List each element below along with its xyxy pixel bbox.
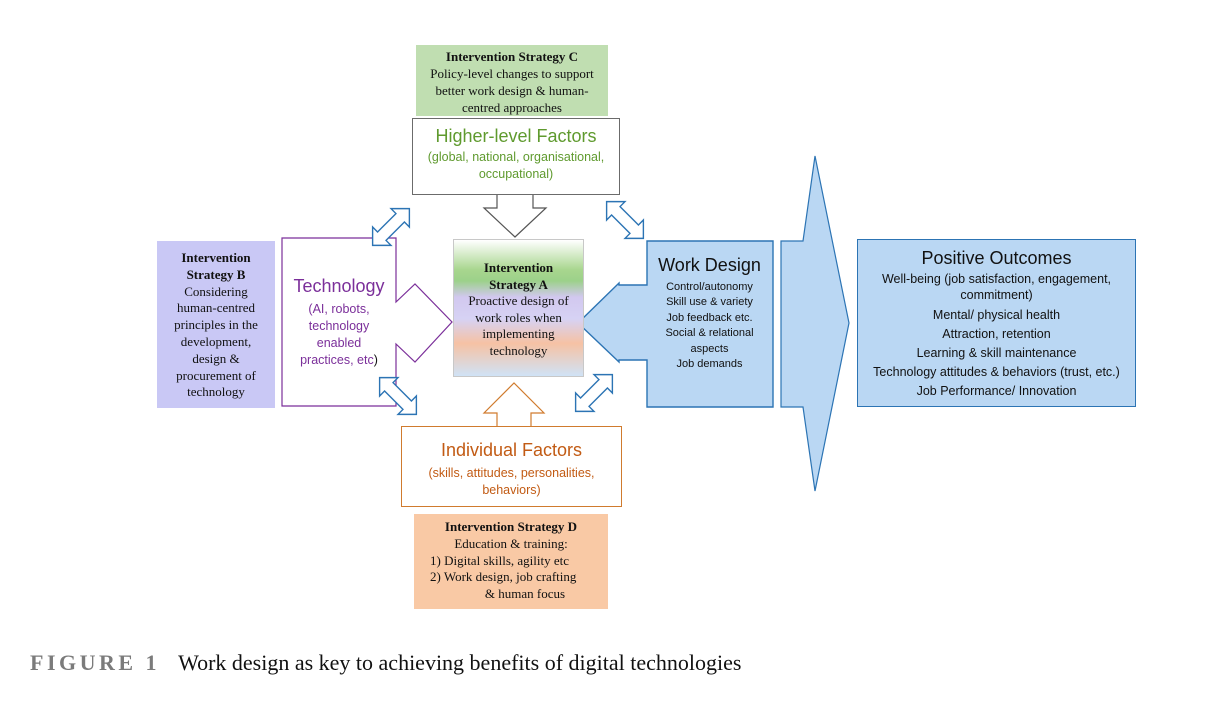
strategy-b-title: Intervention bbox=[181, 250, 251, 265]
higher-level-line: (global, national, organisational, bbox=[427, 150, 605, 164]
technology-closing-paren: ) bbox=[373, 353, 378, 367]
strategy-c-line: better work design & human- bbox=[435, 83, 589, 98]
intervention-strategy-d: Intervention Strategy D Education & trai… bbox=[414, 514, 608, 609]
work-design-line: aspects bbox=[690, 342, 729, 355]
technology-line: practices, etc bbox=[300, 353, 374, 367]
intervention-strategy-c: Intervention Strategy C Policy-level cha… bbox=[416, 45, 608, 116]
strategy-d-title: Intervention Strategy D bbox=[444, 519, 578, 534]
strategy-b-line: design & bbox=[192, 350, 240, 366]
strategy-a-line: technology bbox=[489, 342, 548, 358]
individual-factors-up-arrow bbox=[482, 382, 546, 426]
double-arrow-top-left bbox=[371, 207, 411, 247]
individual-title: Individual Factors bbox=[440, 440, 583, 460]
higher-factors-down-arrow bbox=[482, 195, 548, 238]
outcome-line: Attraction, retention bbox=[942, 327, 1051, 341]
technology-line: enabled bbox=[316, 336, 362, 350]
double-arrow-bottom-left bbox=[378, 376, 418, 416]
positive-outcomes-box: Positive Outcomes Well-being (job satisf… bbox=[857, 239, 1136, 407]
individual-factors-box: Individual Factors (skills, attitudes, p… bbox=[401, 426, 622, 507]
individual-line: (skills, attitudes, personalities, bbox=[428, 466, 595, 480]
outcome-line: Well-being (job satisfaction, engagement… bbox=[881, 272, 1112, 286]
strategy-d-intro: Education & training: bbox=[454, 535, 568, 551]
strategy-a-line: work roles when bbox=[475, 309, 562, 325]
strategy-b-title: Strategy B bbox=[186, 266, 246, 282]
strategy-a-title: Intervention bbox=[483, 260, 554, 275]
work-design-line: Skill use & variety bbox=[666, 296, 753, 309]
double-arrow-top-right bbox=[605, 200, 645, 240]
strategy-b-line: development, bbox=[180, 333, 252, 349]
strategy-d-item: & human focus bbox=[484, 586, 566, 602]
work-design-line: Social & relational bbox=[665, 327, 754, 340]
outcome-line: commitment) bbox=[960, 288, 1033, 302]
strategy-b-line: human-centred bbox=[177, 300, 255, 316]
outcomes-title: Positive Outcomes bbox=[921, 248, 1072, 268]
strategy-a-line: Proactive design of bbox=[468, 293, 569, 309]
strategy-b-line: Considering bbox=[184, 283, 248, 299]
outcome-line: Mental/ physical health bbox=[932, 308, 1061, 322]
outcome-arrow bbox=[780, 155, 850, 492]
strategy-c-title: Intervention Strategy C bbox=[445, 49, 579, 64]
work-design-line: Job demands bbox=[676, 358, 743, 371]
technology-line: (AI, robots, bbox=[308, 302, 370, 316]
strategy-d-item: 1) Digital skills, agility etc bbox=[430, 552, 570, 568]
work-design-title: Work Design bbox=[658, 255, 761, 275]
strategy-d-item: 2) Work design, job crafting bbox=[430, 569, 577, 585]
strategy-a-title: Strategy A bbox=[489, 276, 548, 292]
technology-arrow bbox=[281, 237, 453, 407]
outcome-line: Learning & skill maintenance bbox=[916, 346, 1077, 360]
figure-caption-text: Work design as key to achieving benefits… bbox=[178, 650, 742, 675]
work-design-arrow bbox=[576, 240, 774, 408]
technology-box: Technology (AI, robots, technology enabl… bbox=[282, 238, 396, 406]
work-design-line: Control/autonomy bbox=[666, 281, 753, 293]
intervention-strategy-a: Intervention Strategy A Proactive design… bbox=[453, 239, 584, 377]
strategy-b-line: technology bbox=[187, 384, 245, 400]
figure-caption: FIGURE 1 Work design as key to achieving … bbox=[30, 650, 1030, 680]
higher-level-line: occupational) bbox=[478, 167, 554, 181]
higher-level-title: Higher-level Factors bbox=[435, 126, 597, 146]
technology-line: technology bbox=[308, 319, 370, 333]
strategy-a-line: implementing bbox=[482, 326, 555, 342]
outcome-line: Job Performance/ Innovation bbox=[916, 384, 1077, 398]
technology-title: Technology bbox=[293, 276, 385, 296]
strategy-c-line: centred approaches bbox=[462, 100, 562, 115]
individual-line: behaviors) bbox=[482, 483, 541, 497]
double-arrow-bottom-right bbox=[574, 373, 614, 413]
strategy-b-line: procurement of bbox=[176, 367, 256, 383]
work-design-line: Job feedback etc. bbox=[666, 311, 753, 324]
outcome-line: Technology attitudes & behaviors (trust,… bbox=[873, 365, 1120, 379]
intervention-strategy-b: Intervention Strategy B Considering huma… bbox=[157, 241, 275, 408]
higher-level-factors-box: Higher-level Factors (global, national, … bbox=[412, 118, 620, 195]
work-design-box: Work Design Control/autonomy Skill use &… bbox=[647, 241, 772, 407]
strategy-b-line: principles in the bbox=[174, 317, 258, 333]
strategy-c-line: Policy-level changes to support bbox=[430, 66, 594, 81]
figure-label: FIGURE 1 bbox=[30, 650, 161, 675]
